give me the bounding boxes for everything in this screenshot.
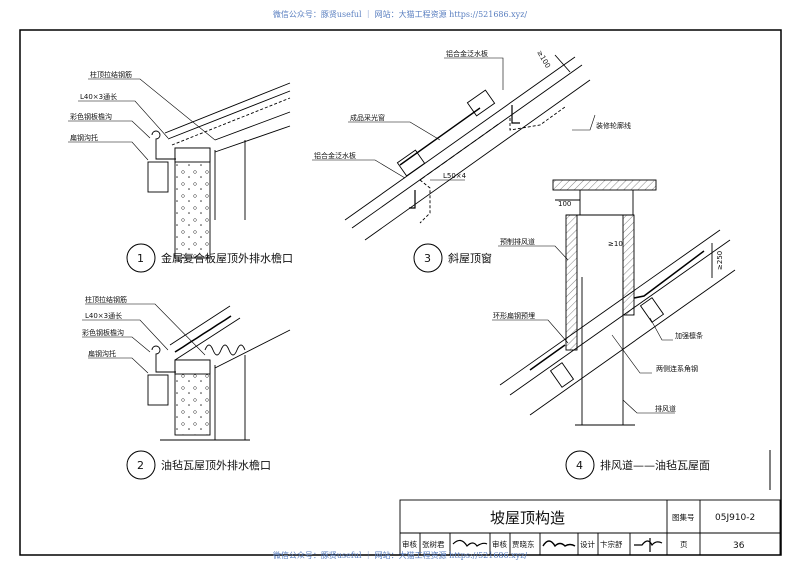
detail-1-caption: 金属复合板屋顶外排水檐口 bbox=[161, 251, 293, 265]
detail-2-label-angle: L40×3通长 bbox=[85, 311, 122, 320]
detail-3-number-circle bbox=[413, 243, 443, 273]
detail-3-label-outline: 装修轮廓线 bbox=[596, 121, 631, 130]
detail-3-label-skylight: 成品采光窗 bbox=[350, 113, 385, 122]
reviewer-signature bbox=[452, 539, 488, 547]
designer-name: 卞宗舒 bbox=[600, 539, 623, 549]
detail-3-leaders bbox=[312, 57, 596, 181]
detail-2-number: 2 bbox=[137, 459, 144, 472]
detail-4-label-angle: 两侧连系角钢 bbox=[656, 364, 698, 373]
detail-1-number: 1 bbox=[137, 252, 144, 265]
detail-4-dim-10: ≥10 bbox=[608, 240, 623, 248]
detail-1-label-bracket: 扁钢沟托 bbox=[70, 133, 98, 142]
detail-4-label-prefab-duct: 预制排风道 bbox=[500, 237, 535, 246]
detail-3-caption: 斜屋顶窗 bbox=[448, 251, 492, 265]
reviewer-label: 审核 bbox=[402, 539, 417, 549]
detail-1-number-circle bbox=[126, 243, 156, 273]
sheet-title: 坡屋顶构造 bbox=[490, 509, 565, 527]
detail-2-label-bracket: 扁钢沟托 bbox=[88, 349, 116, 358]
atlas-label: 图集号 bbox=[672, 512, 695, 522]
detail-4-dim-100: 100 bbox=[558, 200, 571, 208]
reviewer-name: 张树君 bbox=[422, 539, 445, 549]
detail-4-drawing bbox=[499, 179, 736, 426]
detail-2-leaders bbox=[82, 303, 206, 374]
detail-3-label-flashing-bottom: 铝合金泛水板 bbox=[314, 151, 356, 160]
atlas-number: 05J910-2 bbox=[715, 513, 755, 523]
detail-4-leaders bbox=[492, 245, 675, 414]
designer-label: 设计 bbox=[580, 539, 595, 549]
detail-1-leaders bbox=[68, 78, 216, 161]
detail-4-label-duct: 排风道 bbox=[655, 404, 676, 413]
detail-4-label-purlin: 加强檩条 bbox=[675, 331, 703, 340]
detail-2-caption: 油毡瓦屋顶外排水檐口 bbox=[161, 458, 271, 472]
detail-1-label-rebar: 柱顶拉结钢筋 bbox=[90, 70, 132, 79]
detail-4-number: 4 bbox=[576, 459, 583, 472]
detail-3-number: 3 bbox=[424, 252, 431, 265]
detail-3-label-flashing-top: 铝合金泛水板 bbox=[446, 49, 488, 58]
page-number: 36 bbox=[733, 541, 745, 551]
detail-2-label-rebar: 柱顶拉结钢筋 bbox=[85, 295, 127, 304]
checker-signature bbox=[542, 540, 576, 548]
watermark-bottom: 微信公众号：豚贤useful ｜ 网站：大猫工程资源 https://52168… bbox=[272, 551, 528, 560]
sheet-border bbox=[19, 29, 782, 556]
detail-3-drawing bbox=[344, 54, 591, 241]
detail-1-label-angle: L40×3通长 bbox=[80, 92, 117, 101]
designer-signature bbox=[634, 538, 663, 552]
page-label: 页 bbox=[680, 540, 688, 549]
watermark-top: 微信公众号：豚贤useful ｜ 网站：大猫工程资源 https://52168… bbox=[272, 10, 528, 19]
detail-4-number-circle bbox=[565, 450, 595, 480]
detail-1-drawing bbox=[147, 82, 291, 259]
title-block bbox=[399, 499, 781, 556]
detail-4-label-ring-flatsteel: 环形扁钢预埋 bbox=[493, 311, 535, 320]
detail-3-label-angle: L50×4 bbox=[443, 172, 467, 180]
detail-1-label-gutter: 彩色钢板檐沟 bbox=[70, 112, 112, 121]
checker-name: 贾晓东 bbox=[512, 539, 535, 549]
checker-label: 审核 bbox=[492, 539, 507, 549]
detail-3-dim-100: ≥100 bbox=[535, 49, 552, 70]
detail-4-caption: 排风道——油毡瓦屋面 bbox=[600, 458, 710, 472]
detail-4-dim-250: ≥250 bbox=[716, 251, 724, 270]
detail-2-drawing bbox=[147, 305, 291, 441]
detail-2-label-gutter: 彩色钢板檐沟 bbox=[82, 328, 124, 337]
detail-2-number-circle bbox=[126, 450, 156, 480]
